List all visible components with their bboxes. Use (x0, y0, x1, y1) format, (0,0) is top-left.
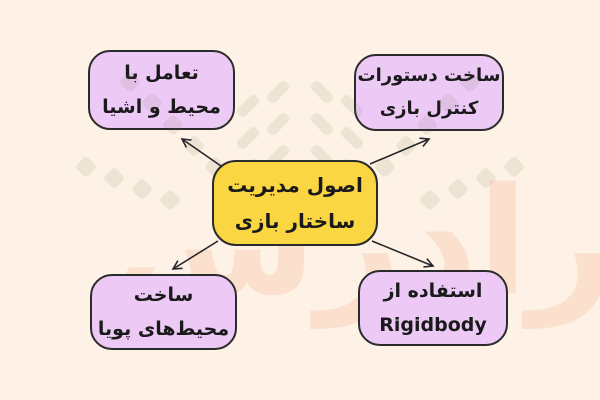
node-bottom-right: استفاده از Rigidbody (358, 270, 508, 346)
node-label-line: استفاده از (383, 279, 483, 302)
node-label-line: محیط‌های پویا (97, 318, 230, 340)
node-center: اصول مدیریت ساختار بازی (212, 160, 378, 246)
node-label-line: تعامل با (124, 61, 199, 84)
node-top-left: تعامل با محیط و اشیا (88, 50, 235, 130)
node-label-line: Rigidbody (379, 314, 487, 336)
node-label-line: محیط و اشیا (102, 96, 221, 118)
center-label-line: ساختار بازی (234, 209, 356, 233)
node-label-line: ساخت دستورات (357, 65, 501, 87)
node-label-line: ساخت (133, 283, 194, 306)
node-top-right: ساخت دستورات کنترل بازی (354, 54, 504, 131)
center-label-line: اصول مدیریت (227, 173, 363, 197)
node-bottom-left: ساخت محیط‌های پویا (90, 274, 237, 350)
node-label-line: کنترل بازی (379, 97, 479, 119)
